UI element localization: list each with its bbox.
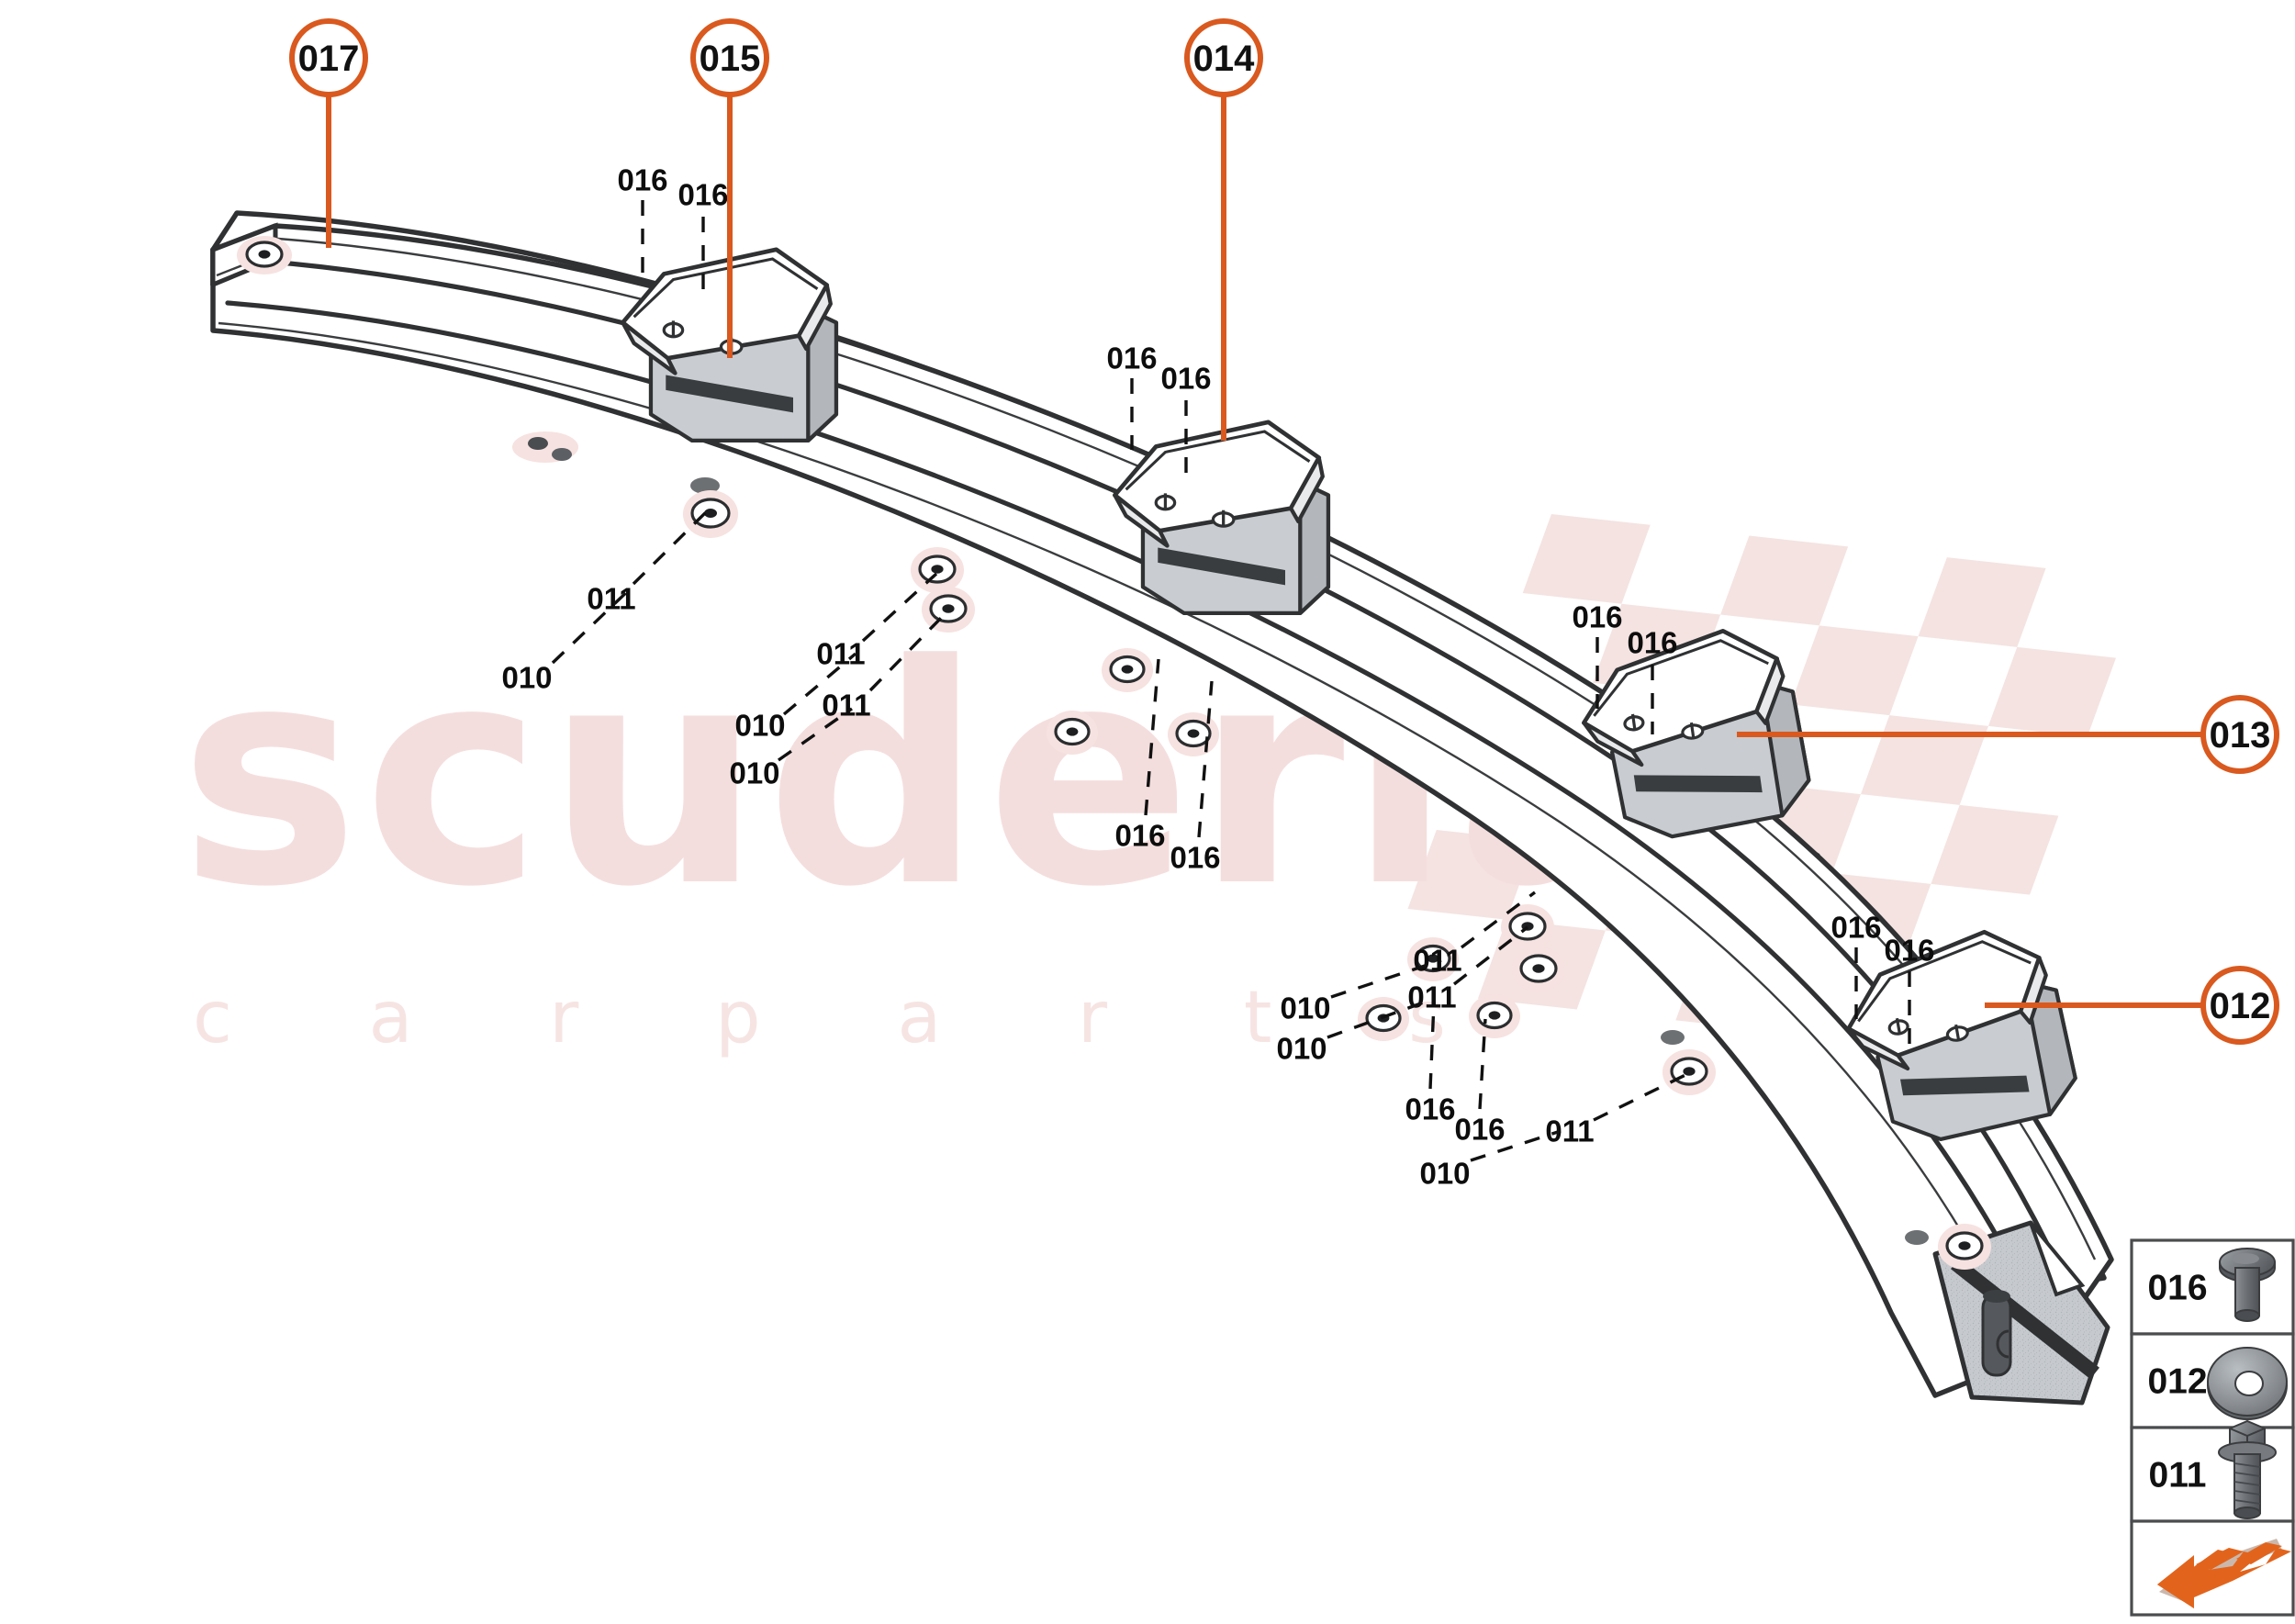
part-label-text: 011 [1407, 980, 1456, 1014]
bracket-012-bolt-hole-left [1887, 1017, 1909, 1036]
flat-washer-icon [2207, 1347, 2288, 1420]
part-label-010-17: 010 [1280, 958, 1442, 1025]
callout-017[interactable]: 017 [289, 18, 368, 248]
part-label-text: 016 [1627, 626, 1677, 660]
beam-left-end-hole [237, 236, 292, 274]
bracket-012-bolt-hole-right [1945, 1024, 1969, 1042]
part-label-016-20: 016 [1405, 1002, 1456, 1126]
part-label-011-8: 011 [587, 508, 711, 616]
beam-mounting-holes [512, 431, 1991, 1270]
leader-line [778, 707, 853, 762]
callout-number: 012 [2210, 986, 2271, 1026]
parts-legend: 016 012 011 [2130, 1238, 2295, 1617]
part-label-010-13: 010 [729, 707, 853, 790]
part-label-text: 016 [1830, 911, 1881, 945]
callout-bubble[interactable] [2200, 966, 2279, 1045]
callout-bubble[interactable] [1184, 18, 1263, 97]
part-label-011-10: 011 [816, 572, 938, 671]
leader-line [1478, 1018, 1487, 1110]
callout-bubble[interactable] [289, 18, 368, 97]
part-label-text: 016 [1160, 362, 1211, 396]
part-label-016-4: 016 [1572, 600, 1623, 709]
part-label-010-19: 010 [1276, 999, 1429, 1066]
part-label-016-6: 016 [1830, 911, 1882, 1019]
bracket-013-bolt-hole-right [1681, 722, 1705, 740]
beam-right-end-cap [1932, 1220, 2110, 1406]
leader-line [1327, 999, 1429, 1039]
legend-code-012: 012 [2147, 1362, 2207, 1402]
callout-bubble[interactable] [690, 18, 769, 97]
part-label-016-2: 016 [1106, 342, 1158, 450]
part-label-011-18: 011 [1407, 925, 1529, 1014]
leader-line [868, 610, 949, 692]
leader-line [1330, 958, 1442, 999]
callout-015[interactable]: 015 [690, 18, 769, 358]
part-label-text: 010 [501, 661, 552, 695]
hex-flange-bolt-icon [2218, 1419, 2277, 1519]
part-label-016-14: 016 [1114, 658, 1166, 853]
part-label-text: 016 [1454, 1113, 1505, 1147]
bracket-013-bolt-hole-left [1623, 713, 1645, 732]
part-label-text: 010 [1276, 1032, 1327, 1066]
part-label-text: 010 [734, 709, 785, 743]
part-label-text: 010 [1280, 991, 1330, 1025]
bracket-014-bolt-hole-left [1154, 493, 1177, 511]
callout-number: 014 [1193, 39, 1255, 79]
callout-bubble[interactable] [2200, 695, 2279, 774]
part-label-text: 011 [1545, 1114, 1594, 1148]
part-label-text: 016 [617, 163, 667, 197]
part-label-text: 016 [1572, 600, 1622, 634]
part-label-text: 011 [1413, 944, 1461, 978]
part-label-016-0: 016 [617, 163, 668, 277]
part-label-text: 016 [1106, 342, 1157, 375]
legend-code-016: 016 [2147, 1269, 2207, 1308]
callout-layer: 017 015 014 013 012 [289, 18, 2279, 1045]
part-label-011-12: 011 [822, 610, 949, 722]
button-head-bolt-icon [2219, 1248, 2276, 1322]
part-label-016-7: 016 [1884, 934, 1935, 1045]
part-label-text: 011 [816, 637, 865, 671]
part-label-text: 010 [1419, 1157, 1470, 1191]
leader-line [1593, 1072, 1688, 1122]
leader-line [632, 508, 711, 586]
bracket-013 [1582, 629, 1811, 839]
part-label-011-16: 011 [1413, 890, 1537, 978]
part-label-016-1: 016 [677, 178, 729, 292]
leader-line [1428, 1002, 1436, 1090]
part-label-text: 011 [822, 689, 870, 722]
bracket-015-bolt-hole-left [662, 320, 685, 339]
part-label-text: 016 [677, 178, 728, 212]
part-label-text: 010 [729, 756, 779, 790]
callout-013[interactable]: 013 [1737, 695, 2279, 774]
part-label-text: 016 [1884, 934, 1934, 968]
part-label-016-3: 016 [1160, 362, 1212, 477]
bracket-014-bolt-hole-right [1211, 510, 1236, 528]
orange-arrow-icon [2157, 1539, 2291, 1608]
part-label-010-11: 010 [734, 652, 857, 743]
callout-number: 013 [2210, 715, 2271, 756]
bracket-014 [1113, 420, 1331, 616]
leader-line [551, 584, 635, 665]
part-label-010-9: 010 [501, 584, 635, 695]
callout-012[interactable]: 012 [1985, 966, 2279, 1045]
legend-code-011: 011 [2149, 1456, 2207, 1495]
part-label-016-15: 016 [1170, 680, 1221, 875]
part-label-011-22: 011 [1545, 1072, 1688, 1148]
part-label-text: 016 [1170, 841, 1220, 875]
part-label-016-21: 016 [1454, 1018, 1506, 1147]
part-label-text: 016 [1405, 1092, 1455, 1126]
callout-number: 015 [700, 39, 761, 79]
leader-line [1460, 890, 1537, 949]
part-label-016-5: 016 [1627, 626, 1678, 734]
part-label-text: 016 [1114, 819, 1165, 853]
watermark-secondary: c a r p a r t s [193, 977, 1503, 1059]
part-label-text: 011 [587, 582, 635, 616]
part-label-010-23: 010 [1419, 1129, 1562, 1191]
leader-line [1452, 925, 1529, 986]
callout-014[interactable]: 014 [1184, 18, 1263, 441]
callout-number: 017 [298, 39, 360, 79]
